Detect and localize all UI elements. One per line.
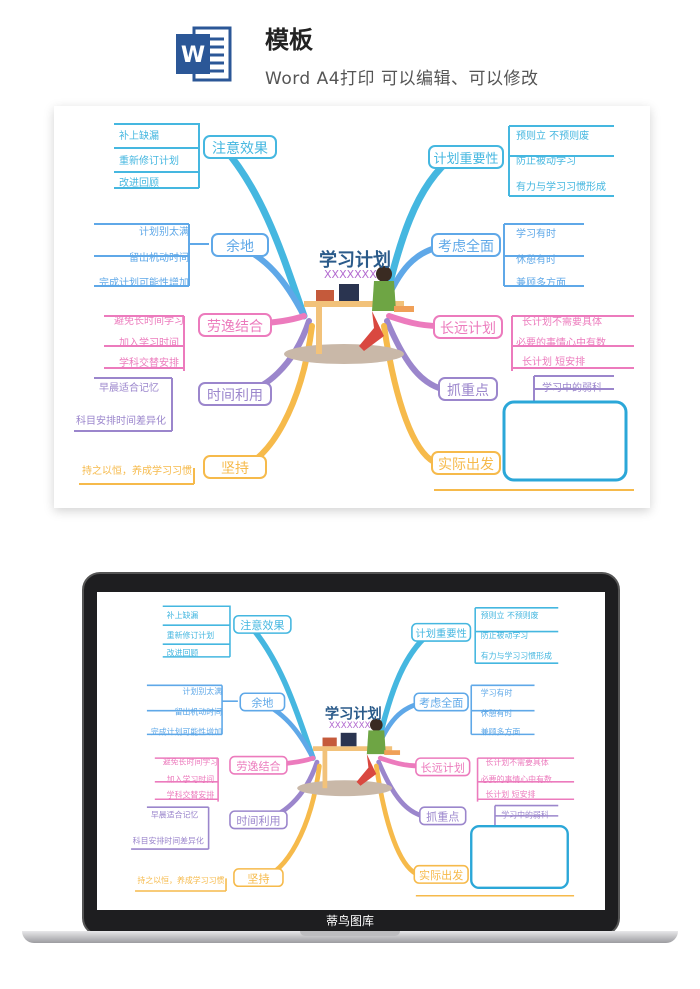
screen-branch-b5: 坚持 <box>247 871 269 885</box>
screen-item-b1-2: 改进回顾 <box>167 647 199 657</box>
screen-blank-note-box <box>470 824 569 890</box>
screen-item-b8-2: 长计划 短安排 <box>485 789 535 799</box>
branch-label-b3: 劳逸结合 <box>207 319 263 335</box>
screen-item-b2-2: 完成计划可能性增加 <box>151 726 222 736</box>
screen-item-b9-0: 学习中的弱科 <box>501 809 549 819</box>
screen-branch-b4: 时间利用 <box>236 815 280 828</box>
screen-item-b3-2: 学科交替安排 <box>167 790 215 800</box>
screen-item-b5-0: 持之以恒，养成学习习惯 <box>137 875 224 885</box>
branch-label-b4: 时间利用 <box>207 388 263 404</box>
screen-item-b2-1: 留出机动时间 <box>175 707 223 717</box>
screen-item-b8-1: 必要的事情心中有数 <box>481 774 552 784</box>
branch-label-b2: 余地 <box>226 238 254 255</box>
mindmap-preview-card: 学习计划 XXXXXXX 注意效果 补上缺漏 重新修订计划 改进回顾 余地 计划… <box>54 106 650 508</box>
item-b3-2: 学科交替安排 <box>119 356 179 369</box>
branch-label-b6: 计划重要性 <box>433 151 498 167</box>
page-title: 模板 <box>265 26 313 54</box>
word-document-icon: W <box>172 22 236 86</box>
item-b1-2: 改进回顾 <box>119 176 159 189</box>
item-b2-1: 留出机动时间 <box>129 251 189 264</box>
item-b8-1: 必要的事情心中有数 <box>516 336 606 349</box>
blank-note-box <box>502 400 628 482</box>
item-b5-0: 持之以恒，养成学习习惯 <box>82 464 192 477</box>
screen-branch-b6: 计划重要性 <box>416 627 467 640</box>
item-b3-1: 加入学习时间 <box>119 336 179 349</box>
item-b3-0: 避免长时间学习 <box>114 314 184 327</box>
screen-item-b7-0: 学习有时 <box>481 688 513 698</box>
screen-item-b8-0: 长计划不需要具体 <box>485 757 548 767</box>
branch-label-b10: 实际出发 <box>438 457 494 473</box>
branch-label-b7: 考虑全面 <box>438 238 494 255</box>
branch-label-b1: 注意效果 <box>212 140 268 157</box>
screen-item-b3-0: 避免长时间学习 <box>163 756 218 766</box>
laptop-brand-label: 蒂鸟图库 <box>325 914 374 928</box>
center-illustration <box>284 266 414 364</box>
branch-label-b8: 长远计划 <box>440 321 496 337</box>
screen-center-subtitle: XXXXXXX <box>329 721 371 731</box>
center-title: 学习计划 <box>319 249 391 271</box>
screen-branch-b9: 抓重点 <box>426 810 459 824</box>
item-b2-2: 完成计划可能性增加 <box>99 276 189 289</box>
screen-item-b6-0: 预则立 不预则废 <box>481 610 539 620</box>
screen-item-b3-1: 加入学习时间 <box>167 774 215 784</box>
screen-branch-b1: 注意效果 <box>240 618 284 632</box>
item-b7-1: 休憩有时 <box>516 253 556 266</box>
item-b6-0: 预则立 不预则废 <box>516 129 589 142</box>
page-subtitle: Word A4打印 可以编辑、可以修改 <box>265 69 539 89</box>
mindmap-preview-svg: 学习计划 XXXXXXX 注意效果 补上缺漏 重新修订计划 改进回顾 余地 计划… <box>74 123 634 491</box>
item-b4-0: 早晨适合记忆 <box>99 381 159 394</box>
screen-item-b7-2: 兼顾多方面 <box>481 726 521 736</box>
item-b2-0: 计划别太满 <box>139 225 189 238</box>
screen-branch-b8: 长远计划 <box>421 762 465 775</box>
screen-item-b1-1: 重新修订计划 <box>167 630 215 640</box>
laptop-screen: 学习计划 XXXXXXX 注意效果 补上缺漏 重新修订计划 改进回顾 余地 计划… <box>97 592 605 910</box>
center-subtitle: XXXXXXX <box>324 268 377 281</box>
screen-item-b4-0: 早晨适合记忆 <box>151 809 199 819</box>
item-b1-1: 重新修订计划 <box>119 154 179 167</box>
item-b1-0: 补上缺漏 <box>119 129 159 142</box>
screen-branch-b10: 实际出发 <box>419 868 463 882</box>
screen-item-b7-1: 休憩有时 <box>481 708 513 718</box>
screen-branch-b3: 劳逸结合 <box>236 759 280 773</box>
item-b9-0: 学习中的弱科 <box>542 381 602 394</box>
mindmap-screen-svg: 学习计划 XXXXXXX 注意效果 补上缺漏 重新修订计划 改进回顾 余地 计划… <box>131 605 575 897</box>
item-b6-2: 有力与学习习惯形成 <box>516 180 606 193</box>
screen-branch-b7: 考虑全面 <box>419 696 463 710</box>
screen-center-illustration <box>297 718 401 797</box>
word-icon-letter: W <box>181 43 205 68</box>
item-b8-2: 长计划 短安排 <box>522 355 585 368</box>
screen-item-b6-1: 防止被动学习 <box>481 630 529 640</box>
item-b7-0: 学习有时 <box>516 227 556 240</box>
item-b6-1: 防止被动学习 <box>516 154 576 167</box>
screen-item-b1-0: 补上缺漏 <box>167 610 199 620</box>
item-b4-1: 科目安排时间差异化 <box>76 414 166 427</box>
screen-item-b2-0: 计划别太满 <box>183 686 223 696</box>
screen-item-b6-2: 有力与学习习惯形成 <box>481 650 552 660</box>
branch-label-b5: 坚持 <box>221 461 249 477</box>
screen-branch-b2: 余地 <box>251 696 273 710</box>
screen-center-title: 学习计划 <box>325 705 382 723</box>
branch-label-b9: 抓重点 <box>447 383 489 399</box>
laptop-notch <box>300 931 400 936</box>
item-b8-0: 长计划不需要具体 <box>522 315 602 328</box>
screen-item-b4-1: 科目安排时间差异化 <box>133 836 204 846</box>
item-b7-2: 兼顾多方面 <box>516 276 566 289</box>
laptop-base <box>22 931 678 943</box>
